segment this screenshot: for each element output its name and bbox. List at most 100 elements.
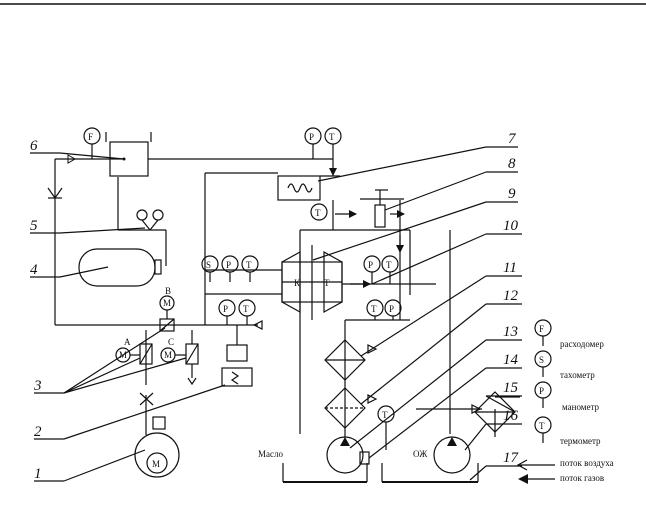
svg-text:6: 6 xyxy=(30,138,38,154)
svg-text:14: 14 xyxy=(503,352,519,368)
tank-6 xyxy=(105,132,152,177)
svg-text:15: 15 xyxy=(503,380,519,396)
callouts: 6 5 4 3 2 1 xyxy=(30,131,522,482)
callout-1: 1 xyxy=(34,449,146,482)
svg-text:T: T xyxy=(315,208,321,218)
pressure-gauge-turbine: P xyxy=(363,255,381,284)
legend-thermometer: T термометр xyxy=(534,416,601,446)
callout-10: 10 xyxy=(371,218,522,285)
svg-text:поток газов: поток газов xyxy=(560,473,604,483)
motor-c-label: M xyxy=(164,350,172,360)
svg-text:T: T xyxy=(329,132,335,142)
legend: F расходомер S тахометр P манометр T тер… xyxy=(516,319,614,484)
pressure-gauge-top: P xyxy=(304,127,322,159)
callout-7: 7 xyxy=(317,131,518,182)
callout-4: 4 xyxy=(30,262,109,278)
thermometer-compressor: T xyxy=(241,255,259,282)
pressure-gauge-compressor: P xyxy=(221,255,239,282)
svg-text:P: P xyxy=(223,304,228,314)
svg-text:5: 5 xyxy=(30,218,38,234)
thermometer-top: T xyxy=(324,127,342,159)
oil-pump-13 xyxy=(326,436,370,474)
valve-c: M xyxy=(160,330,199,386)
svg-text:11: 11 xyxy=(503,260,517,276)
oil-tank-label: Масло xyxy=(258,449,283,459)
valve-b: M xyxy=(159,295,175,332)
svg-text:T: T xyxy=(371,304,377,314)
pressure-gauge-air-line: P xyxy=(218,299,236,325)
svg-text:8: 8 xyxy=(508,156,516,172)
svg-text:7: 7 xyxy=(508,131,517,147)
svg-text:F: F xyxy=(539,324,544,334)
check-valve xyxy=(47,187,63,200)
coolant-tank-label: ОЖ xyxy=(413,449,428,459)
pressure-reducer-5 xyxy=(136,209,164,231)
svg-text:T: T xyxy=(382,410,388,420)
callout-16: 16 xyxy=(464,408,522,451)
blower-motor-1: M xyxy=(134,392,180,478)
svg-text:9: 9 xyxy=(508,186,516,202)
receiver-4 xyxy=(78,248,162,287)
turbine-label: Т xyxy=(324,278,330,288)
svg-text:3: 3 xyxy=(33,378,42,394)
thermometer-heater-out: T xyxy=(310,203,328,221)
legend-gas-flow: поток газов xyxy=(518,473,604,484)
svg-text:тахометр: тахометр xyxy=(560,370,595,380)
legend-flowmeter: F расходомер xyxy=(534,319,604,349)
callout-8: 8 xyxy=(384,156,518,211)
coolant-pump-16 xyxy=(433,436,471,474)
tachometer: S xyxy=(201,255,219,282)
svg-text:1: 1 xyxy=(34,466,42,482)
callout-2: 2 xyxy=(34,384,226,440)
thermometer-turbine: T xyxy=(381,255,399,284)
callout-12: 12 xyxy=(360,288,522,405)
svg-text:17: 17 xyxy=(503,450,520,466)
svg-text:S: S xyxy=(206,260,211,270)
svg-text:поток воздуха: поток воздуха xyxy=(560,458,614,468)
callout-15: 15 xyxy=(485,380,522,413)
svg-text:F: F xyxy=(88,132,93,142)
piping xyxy=(54,154,520,483)
callout-17: 17 xyxy=(469,450,522,481)
svg-text:13: 13 xyxy=(503,324,518,340)
thermometer-oil: T xyxy=(366,299,384,320)
callout-14: 14 xyxy=(368,352,522,459)
callout-9: 9 xyxy=(312,186,518,261)
pressure-gauge-oil: P xyxy=(384,299,402,320)
callout-11: 11 xyxy=(360,260,522,357)
svg-text:расходомер: расходомер xyxy=(560,339,604,349)
thermometer-air-line: T xyxy=(238,299,256,325)
svg-text:T: T xyxy=(243,304,249,314)
callout-5: 5 xyxy=(30,218,146,234)
svg-text:12: 12 xyxy=(503,288,519,304)
svg-text:T: T xyxy=(539,421,545,431)
flowmeter-top: F xyxy=(83,127,101,159)
legend-manometer: P манометр xyxy=(534,381,600,412)
gas-flow-arrows xyxy=(335,210,405,288)
svg-text:P: P xyxy=(226,260,231,270)
svg-text:2: 2 xyxy=(34,424,42,440)
svg-text:10: 10 xyxy=(503,218,519,234)
callout-13: 13 xyxy=(349,324,522,449)
motor-b-label: M xyxy=(163,298,171,308)
svg-text:P: P xyxy=(368,260,373,270)
svg-text:P: P xyxy=(309,132,314,142)
legend-tachometer: S тахометр xyxy=(534,350,595,380)
svg-text:манометр: манометр xyxy=(562,402,600,412)
regulator-2 xyxy=(221,325,253,387)
filter-12 xyxy=(324,387,366,429)
valve-a-label: A xyxy=(124,337,131,347)
callout-6: 6 xyxy=(30,138,125,160)
legend-air-flow: поток воздуха xyxy=(516,458,614,471)
turbocharger-9: К Т xyxy=(281,245,343,320)
svg-text:термометр: термометр xyxy=(560,436,601,446)
compressor-label: К xyxy=(294,278,301,288)
coolant-cooler-15 xyxy=(474,391,516,433)
valve-b-label: B xyxy=(165,286,171,296)
svg-text:T: T xyxy=(246,260,252,270)
cooler-11 xyxy=(324,339,366,381)
svg-text:P: P xyxy=(539,386,544,396)
svg-text:P: P xyxy=(389,304,394,314)
svg-text:16: 16 xyxy=(503,408,519,424)
